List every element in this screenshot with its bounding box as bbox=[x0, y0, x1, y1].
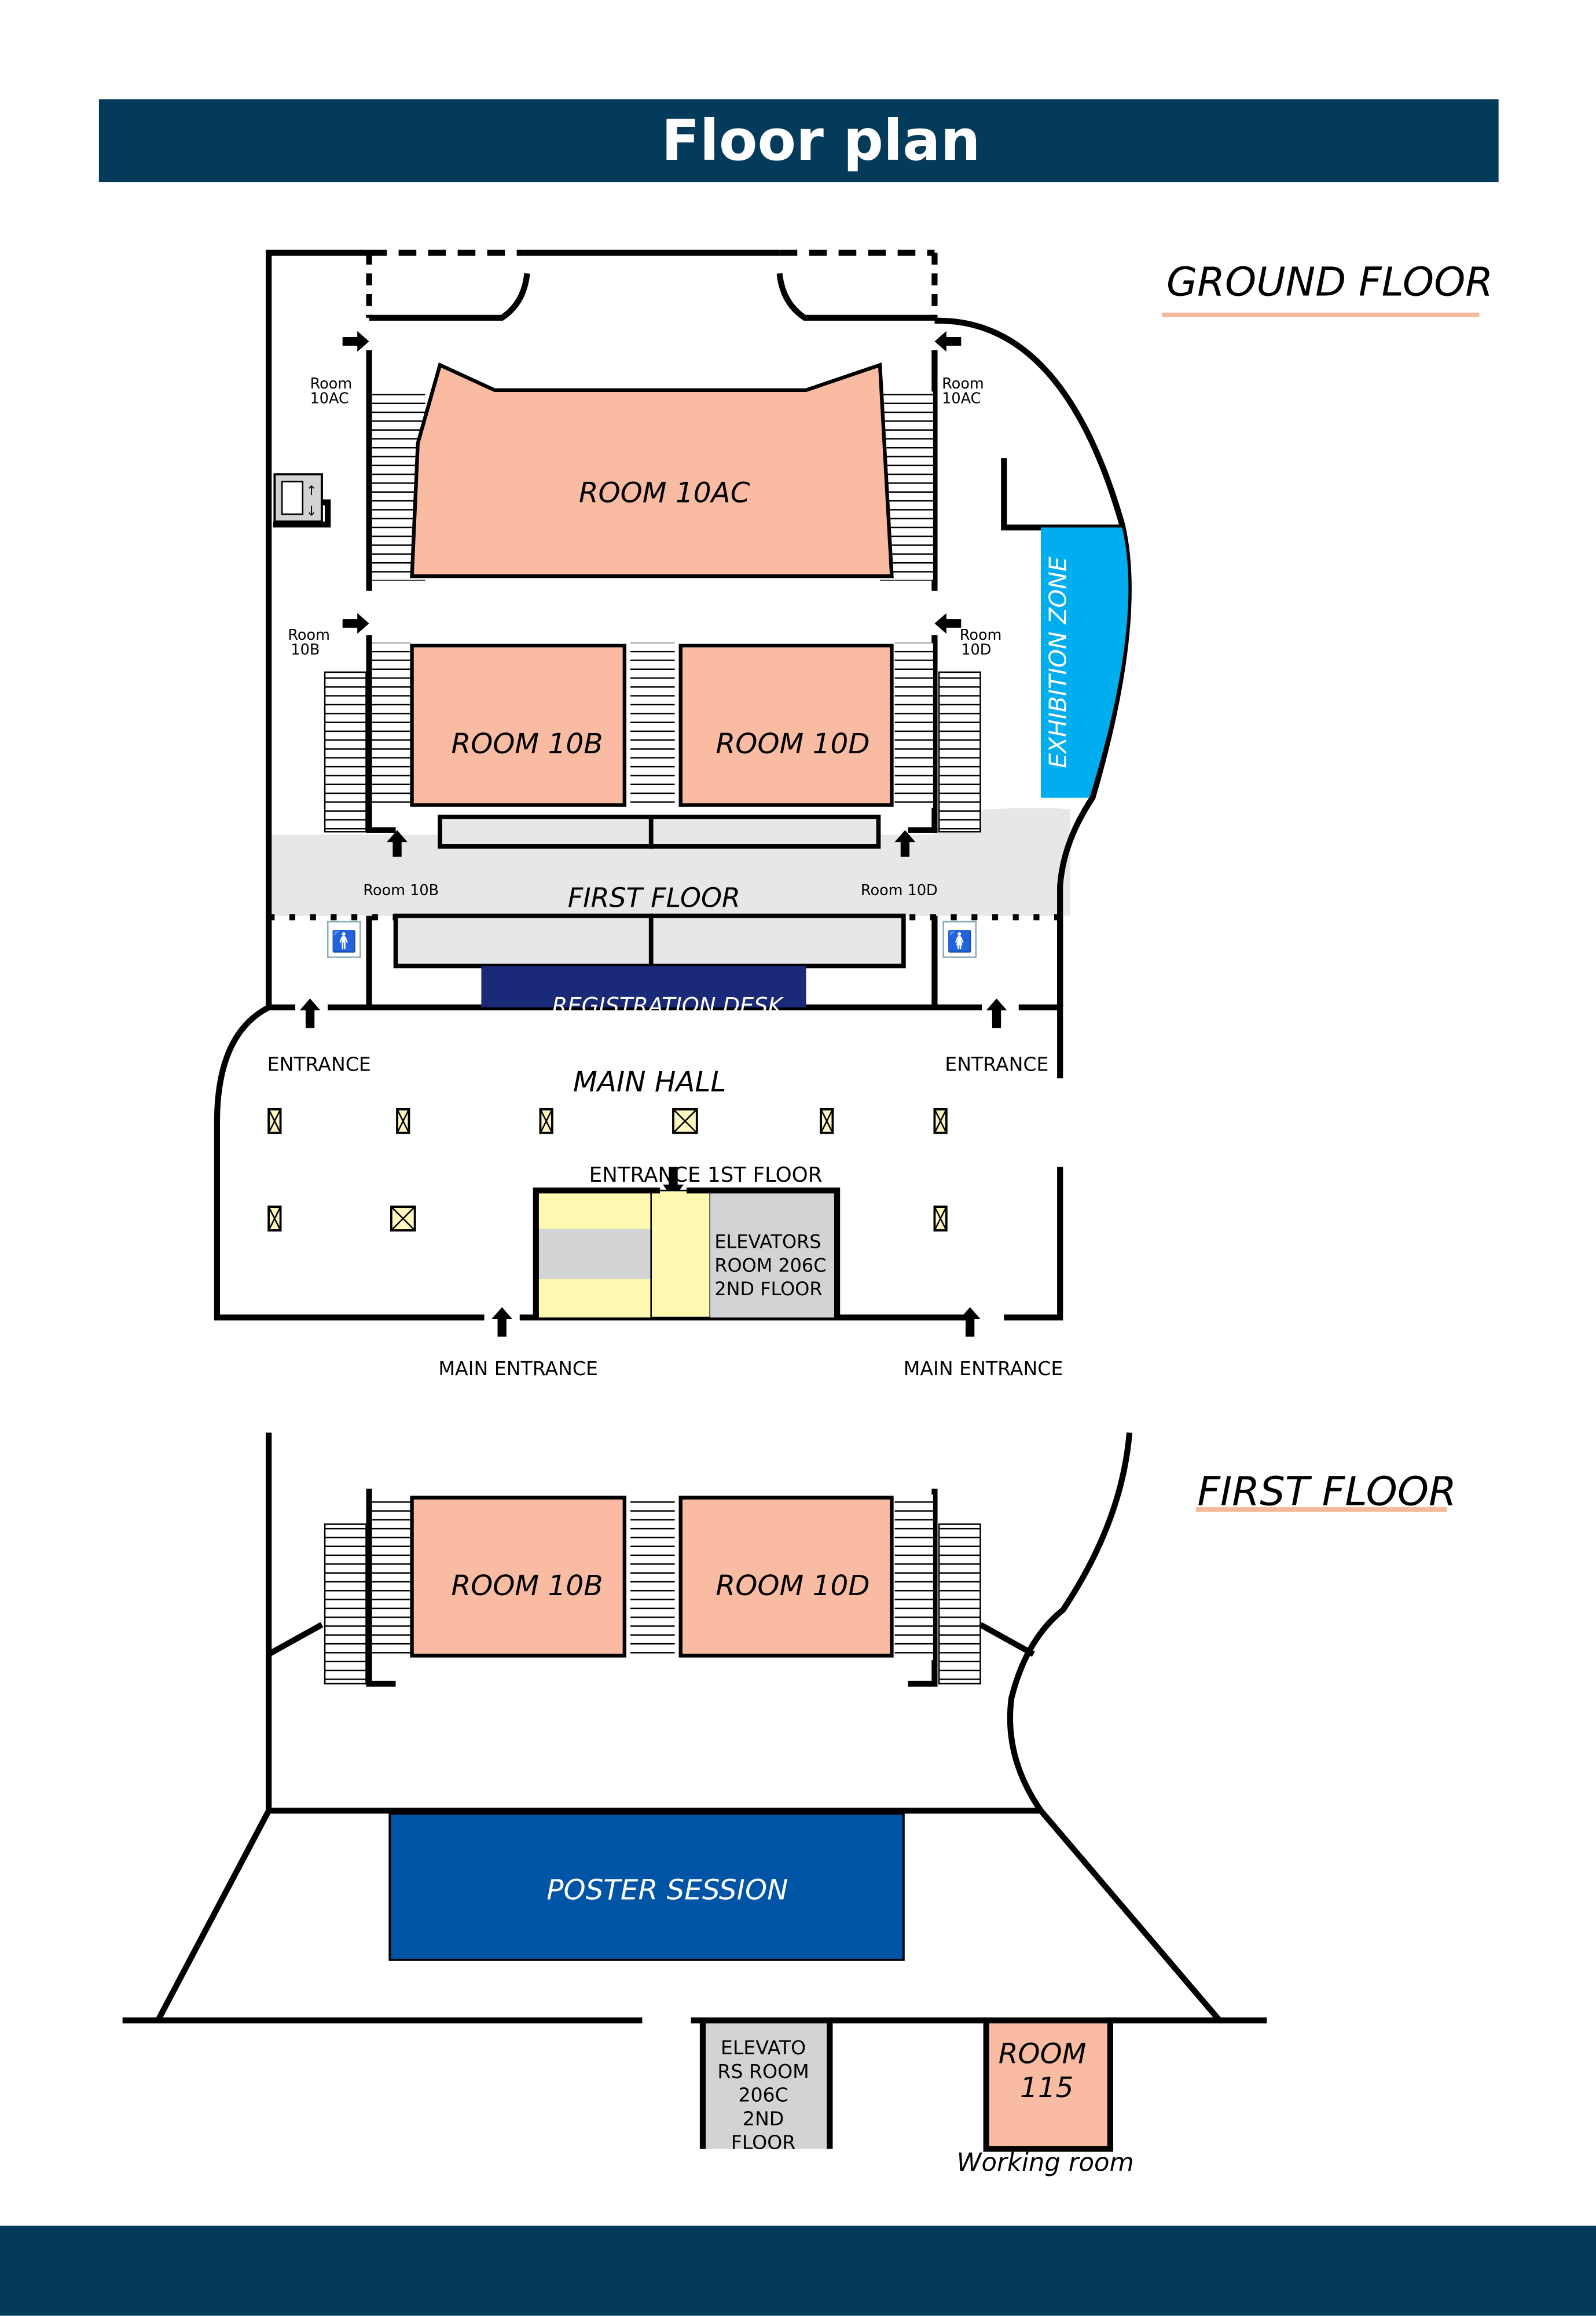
elevators-label: ELEVATORS ROOM 206C 2ND FLOOR bbox=[714, 1231, 826, 1300]
desks bbox=[393, 815, 906, 969]
room-115-line: ROOM bbox=[999, 2038, 1087, 2070]
ff-room-10d-label: ROOM 10D bbox=[716, 1570, 870, 1602]
elevators-line: ROOM 206C bbox=[714, 1254, 826, 1276]
pillar bbox=[933, 1108, 948, 1134]
door-label: Room bbox=[310, 375, 353, 393]
entrance-1st-floor-label: ENTRANCE 1ST FLOOR bbox=[589, 1163, 823, 1187]
header-bar bbox=[98, 99, 1499, 182]
door-label: Room bbox=[942, 375, 984, 393]
ff-elevators-line: RS ROOM bbox=[717, 2060, 809, 2083]
entrance-right-label: ENTRANCE bbox=[945, 1053, 1048, 1076]
first-floor-band-label: FIRST FLOOR bbox=[568, 882, 740, 913]
door-label: Room 10B bbox=[363, 882, 439, 899]
elevators-line: ELEVATORS bbox=[714, 1231, 821, 1253]
room-10b[interactable] bbox=[410, 643, 627, 807]
room-10ac[interactable] bbox=[410, 362, 894, 578]
ff-room-10b-label: ROOM 10B bbox=[452, 1570, 603, 1602]
pillar bbox=[390, 1205, 416, 1232]
ff-elevators[interactable] bbox=[699, 2023, 833, 2149]
room-115[interactable] bbox=[986, 2023, 1110, 2149]
ff-elevators-line: ELEVATO bbox=[721, 2036, 806, 2059]
ff-room-10b[interactable] bbox=[410, 1496, 627, 1658]
door-label: Room 10D bbox=[861, 882, 938, 899]
door-label: 10B bbox=[291, 641, 320, 658]
door-label: Room bbox=[288, 626, 330, 644]
exhibition-zone-label: EXHIBITION ZONE bbox=[1044, 556, 1072, 768]
elevator-icon: ↑ ↓ bbox=[273, 473, 323, 523]
ff-elevators-line: FLOOR bbox=[731, 2131, 796, 2153]
pillars bbox=[267, 1108, 948, 1232]
entrance-left-label: ENTRANCE bbox=[267, 1053, 371, 1076]
pillar bbox=[396, 1108, 410, 1134]
elevator-block[interactable] bbox=[533, 1188, 841, 1318]
pillar bbox=[820, 1108, 834, 1134]
ff-elevators-line: 206C bbox=[738, 2084, 788, 2106]
pillar bbox=[933, 1205, 948, 1232]
door-label: 10D bbox=[961, 641, 991, 658]
footer-bar bbox=[0, 2225, 1596, 2316]
svg-text:↓: ↓ bbox=[306, 504, 317, 519]
svg-text:🚺: 🚺 bbox=[947, 929, 973, 954]
door-label: 10AC bbox=[310, 390, 349, 408]
ff-elevators-label: ELEVATO RS ROOM 206C 2ND FLOOR bbox=[717, 2036, 809, 2153]
pillar bbox=[672, 1108, 698, 1134]
registration-desk[interactable] bbox=[481, 966, 806, 1007]
main-hall-label: MAIN HALL bbox=[573, 1066, 726, 1098]
pillar bbox=[267, 1205, 282, 1232]
door-labels: Room 10AC Room 10AC Room 10B Room 10D Ro… bbox=[288, 375, 1001, 899]
ff-elevators-line: 2ND bbox=[743, 2108, 784, 2130]
stairs bbox=[324, 1494, 981, 1685]
main-entrance-left-label: MAIN ENTRANCE bbox=[438, 1357, 598, 1380]
svg-text:↑: ↑ bbox=[306, 483, 317, 499]
room-10ac-label: ROOM 10AC bbox=[579, 477, 750, 510]
working-room-label: Working room bbox=[957, 2149, 1134, 2178]
restroom-icon: 🚹 🚺 bbox=[326, 921, 977, 958]
first-floor-walls bbox=[122, 1432, 1267, 2024]
main-entrance-right-label: MAIN ENTRANCE bbox=[904, 1357, 1063, 1380]
elevators-line: 2ND FLOOR bbox=[714, 1278, 822, 1300]
ground-floor-title: GROUND FLOOR bbox=[1166, 259, 1493, 306]
pillar bbox=[539, 1108, 553, 1134]
room-115-line: 115 bbox=[1020, 2072, 1073, 2104]
room-10d-label: ROOM 10D bbox=[716, 728, 870, 760]
room-10d[interactable] bbox=[678, 643, 894, 807]
door-label: Room bbox=[960, 626, 1002, 644]
door-label: 10AC bbox=[942, 390, 981, 408]
poster-session[interactable] bbox=[388, 1812, 905, 1961]
exhibition-zone[interactable] bbox=[1041, 527, 1129, 798]
ff-room-10d[interactable] bbox=[678, 1496, 894, 1658]
page-title: Floor plan bbox=[662, 108, 981, 173]
first-floor-title: FIRST FLOOR bbox=[1197, 1468, 1456, 1515]
poster-session-label: POSTER SESSION bbox=[546, 1874, 788, 1906]
room-10b-label: ROOM 10B bbox=[452, 728, 603, 760]
svg-text:🚹: 🚹 bbox=[331, 929, 357, 954]
registration-desk-label: REGISTRATION DESK bbox=[552, 993, 784, 1019]
pillar bbox=[267, 1108, 282, 1134]
